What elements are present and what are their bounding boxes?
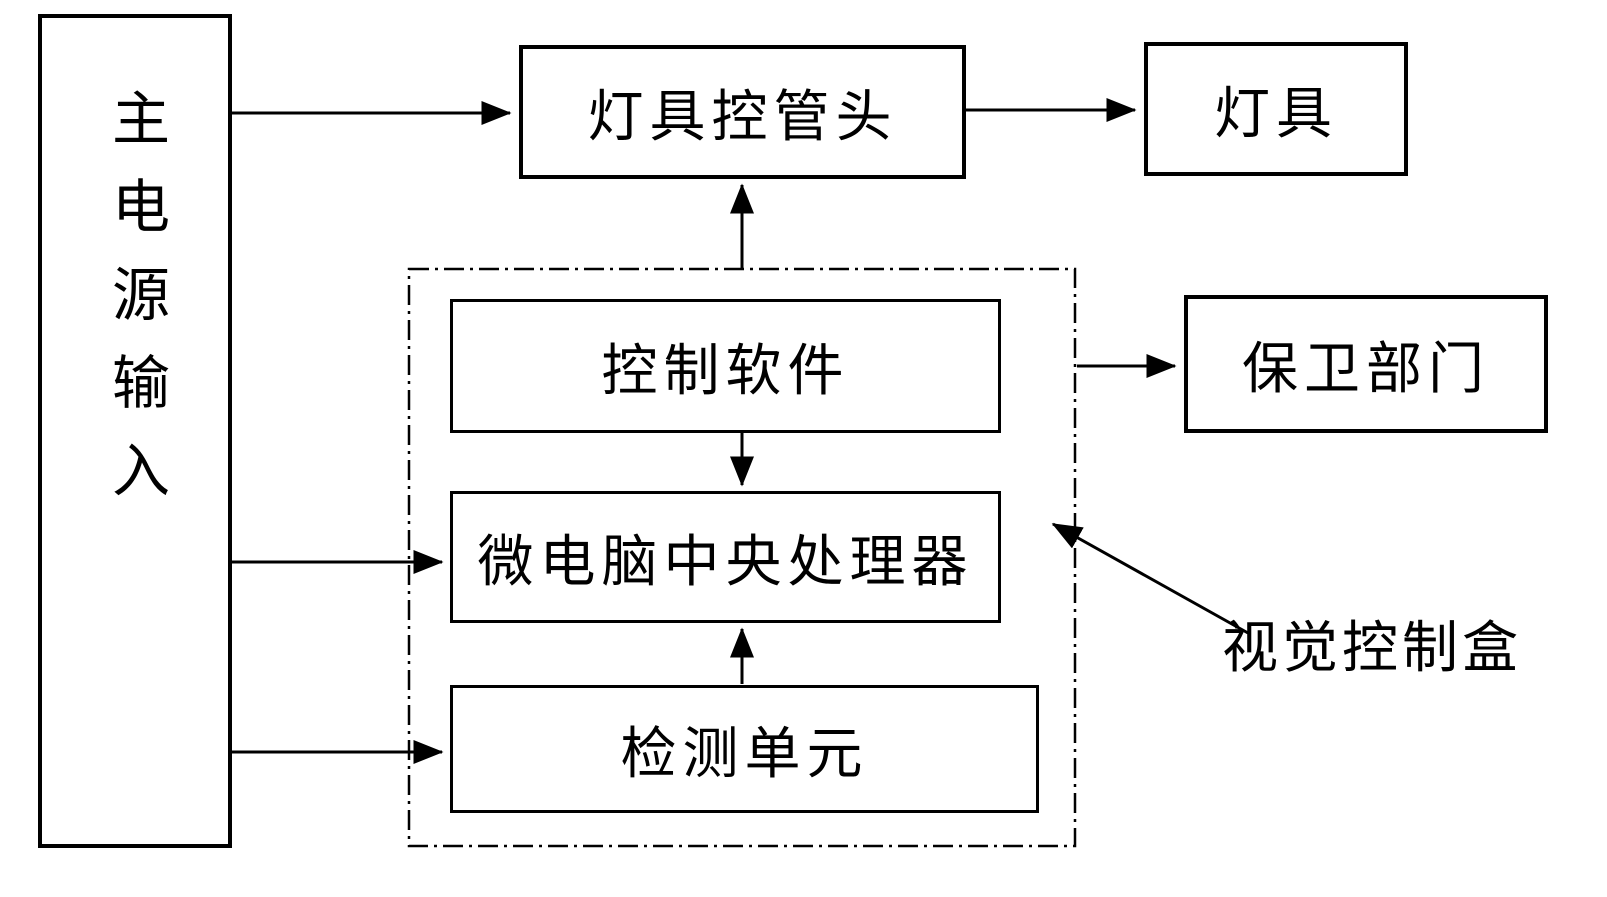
node-cpu: 微电脑中央处理器 bbox=[450, 491, 1001, 623]
node-detection-unit-label: 检测单元 bbox=[620, 721, 869, 785]
node-control-software: 控制软件 bbox=[450, 299, 1001, 433]
node-control-software-label: 控制软件 bbox=[601, 338, 850, 402]
node-security-department: 保卫部门 bbox=[1184, 295, 1548, 433]
node-lamp: 灯具 bbox=[1144, 42, 1408, 176]
node-lamp-control-head: 灯具控管头 bbox=[519, 45, 966, 179]
node-lamp-label: 灯具 bbox=[1214, 81, 1338, 145]
node-detection-unit: 检测单元 bbox=[450, 685, 1039, 813]
node-security-department-label: 保卫部门 bbox=[1242, 336, 1490, 400]
node-main-power-input-label: 主电源输入 bbox=[103, 88, 168, 528]
node-cpu-label: 微电脑中央处理器 bbox=[477, 529, 974, 593]
node-lamp-control-head-label: 灯具控管头 bbox=[587, 84, 898, 148]
arrow-label-to-controlbox bbox=[1051, 522, 1249, 635]
visual-control-box-caption: 视觉控制盒 bbox=[1222, 603, 1522, 684]
visual-control-box-caption-text: 视觉控制盒 bbox=[1222, 616, 1522, 679]
node-main-power-input: 主电源输入 bbox=[38, 14, 232, 848]
